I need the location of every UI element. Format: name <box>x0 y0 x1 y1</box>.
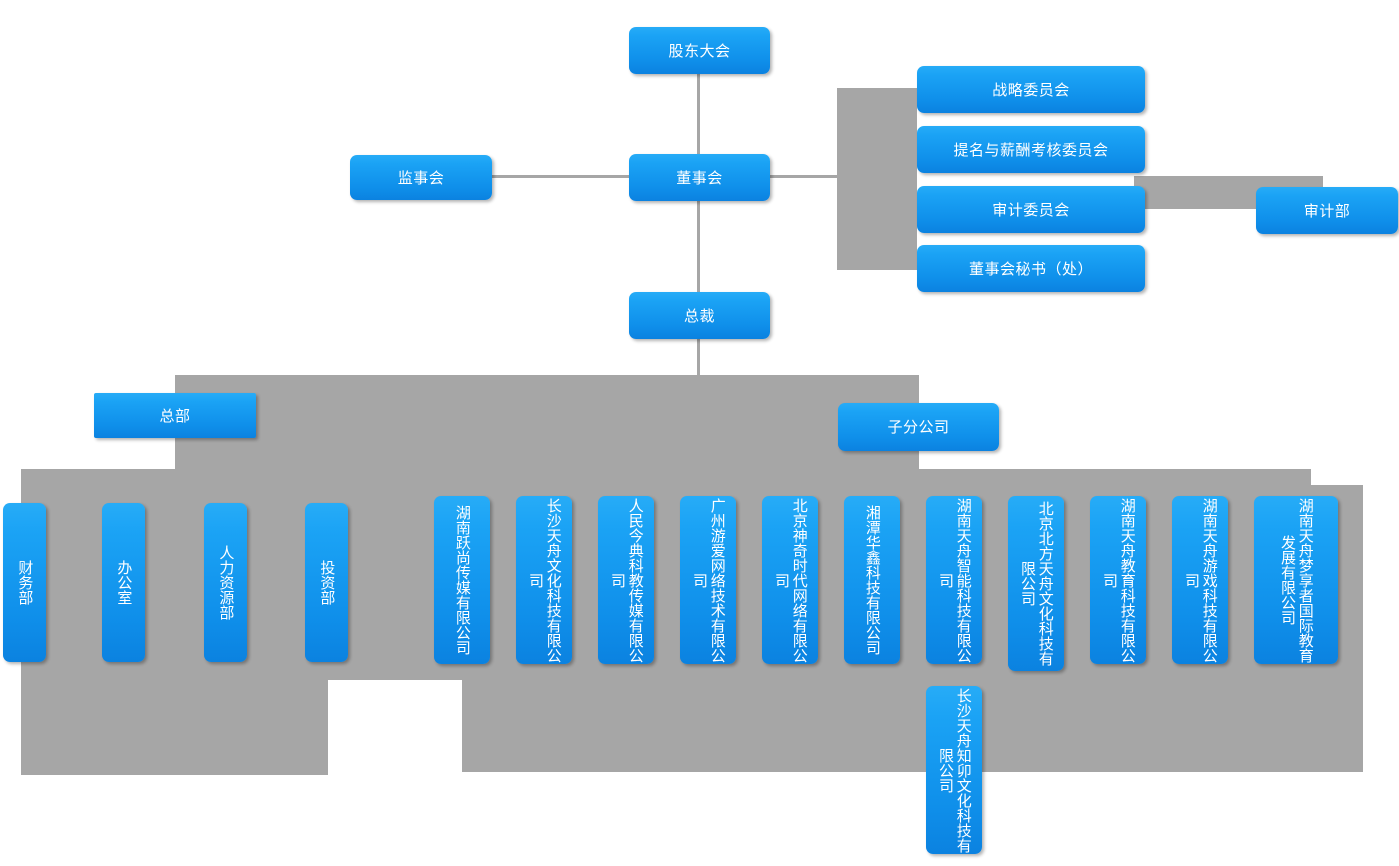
node-department-office[interactable]: 办公室 <box>102 503 145 662</box>
line-board-to-president <box>697 199 700 293</box>
node-subsidiaries-group[interactable]: 子分公司 <box>838 403 999 451</box>
node-committee-audit[interactable]: 审计委员会 <box>917 186 1145 233</box>
node-label: 子分公司 <box>887 418 950 436</box>
node-committee-nomination-compensation[interactable]: 提名与薪酬考核委员会 <box>917 126 1145 173</box>
node-subsidiary-1[interactable]: 湖南跃尚传媒有限公司 <box>434 496 490 664</box>
node-subsidiary-2[interactable]: 长沙天舟文化科技有限公司 <box>516 496 572 664</box>
line-supervisors-to-board <box>492 175 630 178</box>
node-subsidiary-10[interactable]: 湖南天舟游戏科技有限公司 <box>1172 496 1228 664</box>
node-department-human-resources[interactable]: 人力资源部 <box>204 503 247 662</box>
node-label: 长沙天舟文化科技有限公司 <box>527 497 563 663</box>
node-label: 董事会 <box>676 168 723 187</box>
org-bottom-plate-lower-right <box>462 680 1363 772</box>
node-subsidiary-11[interactable]: 湖南天舟梦享者国际教育发展有限公司 <box>1254 496 1338 664</box>
node-label: 湖南天舟游戏科技有限公司 <box>1183 497 1219 663</box>
node-label: 湖南天舟教育科技有限公司 <box>1101 497 1137 663</box>
node-label: 湖南天舟智能科技有限公司 <box>937 497 973 663</box>
node-department-finance[interactable]: 财务部 <box>3 503 46 662</box>
node-label: 提名与薪酬考核委员会 <box>953 140 1109 159</box>
node-label: 北京神奇时代网络有限公司 <box>773 497 809 663</box>
line-shareholders-to-board <box>697 73 700 155</box>
node-subsidiary-7[interactable]: 湖南天舟智能科技有限公司 <box>926 496 982 664</box>
president-branch-plate <box>175 375 919 469</box>
node-label: 人民今典科教传媒有限公司 <box>609 497 645 663</box>
node-label: 总裁 <box>683 306 715 325</box>
node-label: 湖南跃尚传媒有限公司 <box>453 505 472 655</box>
node-subsidiary-9[interactable]: 湖南天舟教育科技有限公司 <box>1090 496 1146 664</box>
node-label: 北京北方天舟文化科技有限公司 <box>1019 501 1055 666</box>
node-label: 审计部 <box>1303 201 1351 220</box>
node-board-secretary-office[interactable]: 董事会秘书（处） <box>917 245 1145 292</box>
org-bottom-plate-lower-left <box>21 680 328 775</box>
node-board-of-supervisors[interactable]: 监事会 <box>350 155 492 200</box>
node-subsidiary-6[interactable]: 湘潭华鑫科技有限公司 <box>844 496 900 664</box>
node-label: 人力资源部 <box>217 545 236 620</box>
node-subsidiary-3[interactable]: 人民今典科教传媒有限公司 <box>598 496 654 664</box>
node-headquarters[interactable]: 总部 <box>94 393 256 438</box>
node-label: 湖南天舟梦享者国际教育发展有限公司 <box>1279 497 1315 663</box>
node-president[interactable]: 总裁 <box>629 292 770 339</box>
node-label: 股东大会 <box>668 41 731 60</box>
node-shareholders-meeting[interactable]: 股东大会 <box>629 27 770 74</box>
committee-connector-plate <box>837 88 917 270</box>
node-label: 办公室 <box>115 560 134 605</box>
node-subsidiary-4[interactable]: 广州游爱网络技术有限公司 <box>680 496 736 664</box>
node-audit-department[interactable]: 审计部 <box>1256 187 1398 234</box>
node-label: 财务部 <box>16 560 35 605</box>
node-label: 监事会 <box>397 168 445 187</box>
node-department-investment[interactable]: 投资部 <box>305 503 348 662</box>
node-label: 广州游爱网络技术有限公司 <box>691 497 727 663</box>
node-label: 审计委员会 <box>992 200 1070 219</box>
node-label: 投资部 <box>318 560 337 605</box>
node-subsidiary-5[interactable]: 北京神奇时代网络有限公司 <box>762 496 818 664</box>
line-board-to-committees <box>770 175 838 178</box>
node-board-of-directors[interactable]: 董事会 <box>629 154 770 201</box>
node-committee-strategy[interactable]: 战略委员会 <box>917 66 1145 113</box>
node-label: 湘潭华鑫科技有限公司 <box>863 505 882 655</box>
node-subsidiary-row2-1[interactable]: 长沙天舟知卯文化科技有限公司 <box>926 686 982 854</box>
node-label: 长沙天舟知卯文化科技有限公司 <box>937 687 973 853</box>
node-subsidiary-8[interactable]: 北京北方天舟文化科技有限公司 <box>1008 496 1064 671</box>
node-label: 战略委员会 <box>992 80 1070 99</box>
node-label: 董事会秘书（处） <box>968 259 1093 278</box>
line-president-to-groups <box>697 339 700 377</box>
node-label: 总部 <box>159 406 191 425</box>
